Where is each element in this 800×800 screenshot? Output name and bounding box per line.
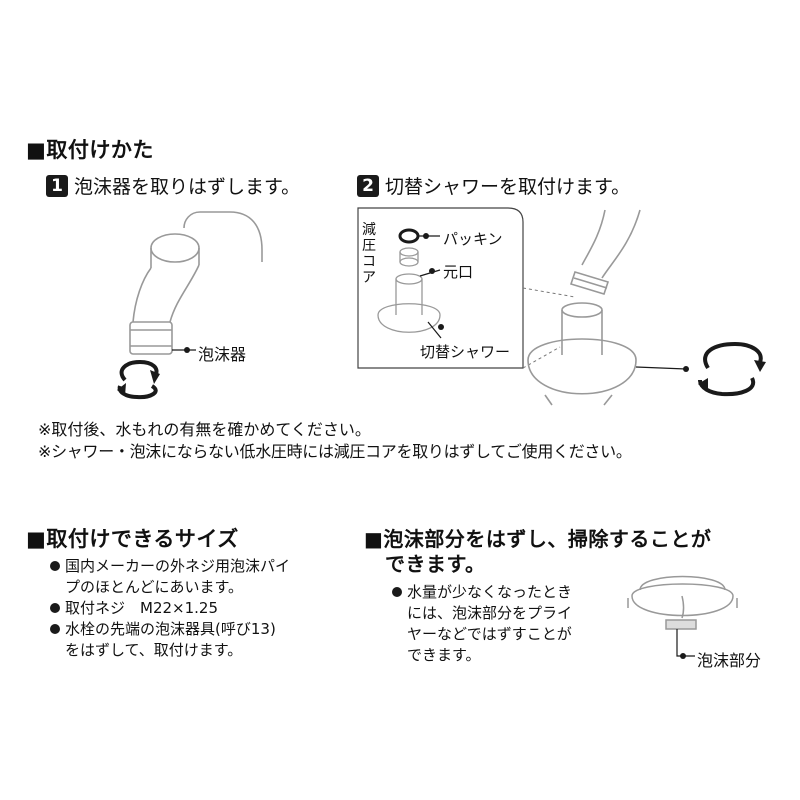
sizes-list: 国内メーカーの外ネジ用泡沫パイ プのほとんどにあいます。 取付ネジ M22×1.… bbox=[50, 556, 290, 661]
sizes-title: ■取付けできるサイズ bbox=[26, 527, 239, 551]
list-item: 取付ネジ M22×1.25 bbox=[50, 598, 290, 619]
label-shower: 切替シャワー bbox=[420, 343, 511, 361]
list-item-cont: をはずして、取付けます。 bbox=[65, 641, 243, 659]
bullet-icon bbox=[50, 603, 60, 613]
cleaning-title-line2: できます。 bbox=[385, 552, 486, 576]
bullet-icon bbox=[392, 587, 402, 597]
note-low-pressure: ※シャワー・泡沫にならない低水圧時には減圧コアを取りはずしてご使用ください。 bbox=[38, 442, 632, 461]
step2-text: 切替シャワーを取付けます。 bbox=[385, 176, 631, 198]
step2-number: 2 bbox=[357, 174, 379, 197]
label-foam-part: 泡沫部分 bbox=[697, 651, 762, 670]
step1-text: 泡沫器を取りはずします。 bbox=[74, 176, 301, 198]
bullet-icon bbox=[50, 624, 60, 634]
list-item: 水栓の先端の泡沫器具(呼び13) bbox=[50, 619, 290, 640]
label-base: 元口 bbox=[443, 263, 474, 281]
note-leak-check: ※取付後、水もれの有無を確かめてください。 bbox=[38, 420, 371, 439]
list-item-cont: できます。 bbox=[407, 646, 481, 664]
step1-number: 1 bbox=[46, 174, 68, 197]
cleaning-title-line1: ■泡沫部分をはずし、掃除することが bbox=[364, 527, 712, 551]
list-item-cont: プのほとんどにあいます。 bbox=[65, 578, 244, 596]
label-packing: パッキン bbox=[443, 230, 503, 248]
list-item: 国内メーカーの外ネジ用泡沫パイ bbox=[50, 556, 290, 577]
step1-heading: 1 泡沫器を取りはずします。 bbox=[46, 172, 300, 199]
cleaning-text: 水量が少なくなったとき には、泡沫部分をプライ ヤーなどではずすことが できます… bbox=[392, 582, 572, 666]
install-title: ■取付けかた bbox=[26, 138, 154, 162]
bullet-icon bbox=[50, 561, 60, 571]
list-item: 水量が少なくなったとき bbox=[392, 582, 572, 603]
list-item-cont: には、泡沫部分をプライ bbox=[407, 604, 573, 622]
list-item-cont: ヤーなどではずすことが bbox=[407, 625, 572, 643]
label-reducing-core: 減圧コア bbox=[362, 222, 376, 286]
step2-heading: 2 切替シャワーを取付けます。 bbox=[357, 172, 630, 199]
label-aerator: 泡沫器 bbox=[198, 345, 247, 364]
